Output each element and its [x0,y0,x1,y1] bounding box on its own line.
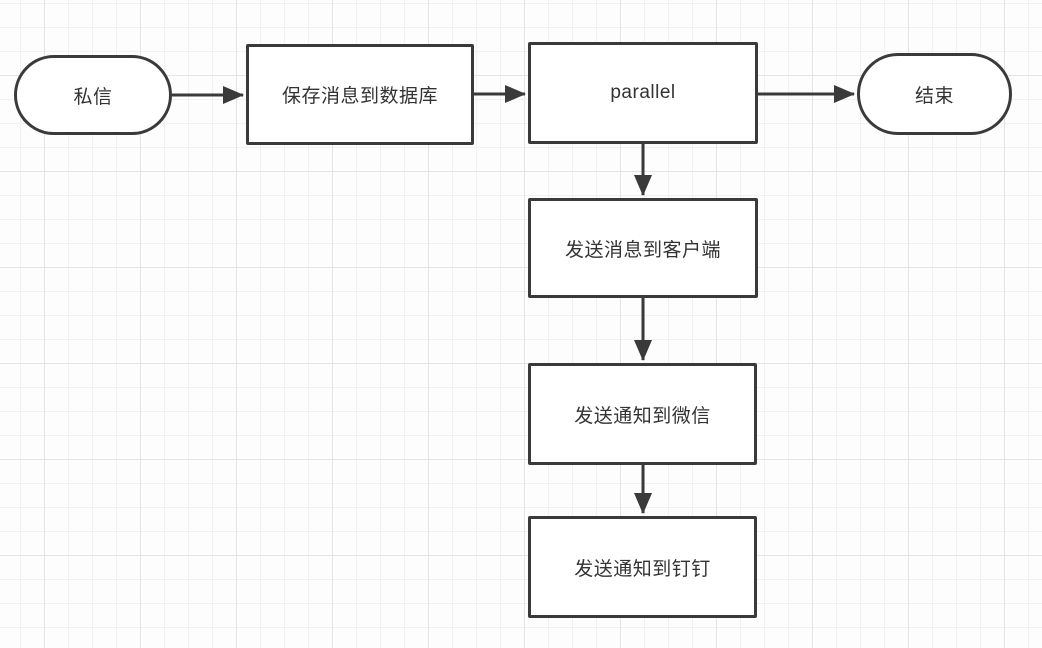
node-end[interactable]: 结束 [857,53,1012,135]
node-label-send-notification-to-wechat: 发送通知到微信 [574,405,711,427]
node-send-message-to-client[interactable]: 发送消息到客户端 [528,198,758,298]
node-save-message-to-database[interactable]: 保存消息到数据库 [246,44,474,145]
node-label-send-message-to-client: 发送消息到客户端 [564,239,721,261]
node-send-notification-to-wechat[interactable]: 发送通知到微信 [528,363,757,465]
node-label-private-message: 私信 [73,86,113,108]
node-label-parallel: parallel [610,82,676,103]
node-label-save-message-to-database: 保存消息到数据库 [281,86,438,107]
node-label-send-notification-to-dingtalk: 发送通知到钉钉 [574,558,711,580]
node-send-notification-to-dingtalk[interactable]: 发送通知到钉钉 [528,516,757,618]
node-parallel[interactable]: parallel [528,42,758,144]
node-label-end: 结束 [914,85,954,107]
node-private-message[interactable]: 私信 [14,55,172,135]
